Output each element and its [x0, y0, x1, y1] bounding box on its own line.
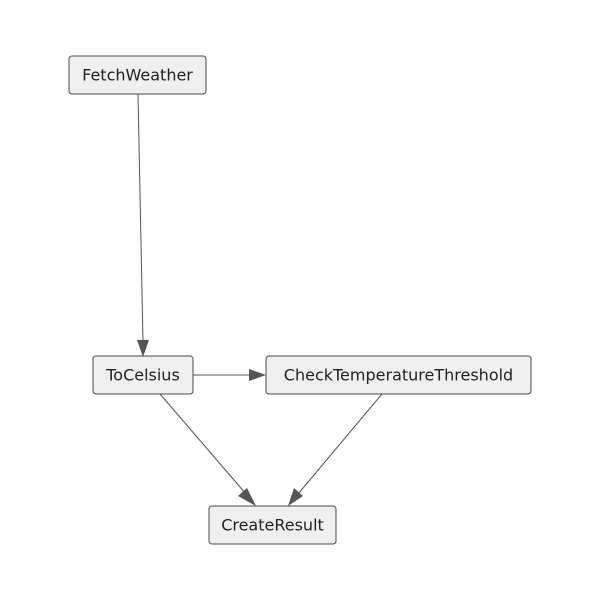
- edge-fetchweather-to-tocelsius: [137, 93, 149, 357]
- edge-tocelsius-to-createresult: [159, 393, 256, 506]
- node-checktemperaturethreshold[interactable]: CheckTemperatureThreshold: [265, 355, 532, 395]
- node-label: CheckTemperatureThreshold: [284, 366, 513, 385]
- edge-tocelsius-to-checktemperaturethreshold: [193, 369, 266, 381]
- arrow-head: [249, 369, 266, 381]
- node-label: FetchWeather: [82, 66, 193, 85]
- node-label: ToCelsius: [105, 366, 180, 385]
- arrow-head: [288, 488, 303, 506]
- node-fetchweather[interactable]: FetchWeather: [68, 55, 207, 95]
- edges: [137, 93, 383, 506]
- arrow-head: [238, 488, 256, 506]
- node-tocelsius[interactable]: ToCelsius: [92, 355, 194, 395]
- node-createresult[interactable]: CreateResult: [208, 505, 337, 545]
- node-label: CreateResult: [221, 516, 324, 535]
- edge-checktemperaturethreshold-to-createresult: [288, 393, 383, 506]
- arrow-head: [137, 340, 149, 357]
